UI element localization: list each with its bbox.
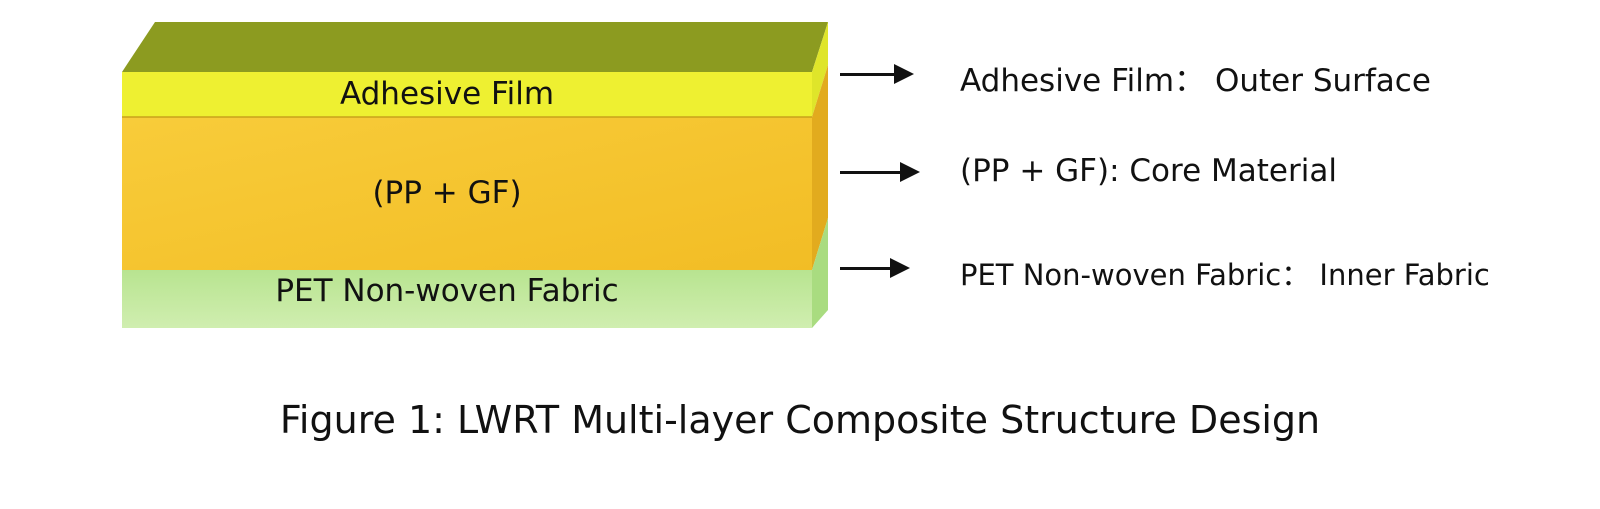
arrow-icon — [840, 162, 920, 182]
adhesive-film-description: Adhesive Film： Outer Surface — [960, 63, 1431, 99]
arrow-icon — [840, 258, 910, 278]
figure-caption: Figure 1: LWRT Multi-layer Composite Str… — [279, 398, 1321, 442]
pet-fabric-description: PET Non-woven Fabric： Inner Fabric — [960, 258, 1490, 292]
pet-fabric-label: PET Non-woven Fabric — [275, 273, 619, 309]
composite-block-diagram — [122, 22, 828, 328]
side-pet — [812, 218, 828, 328]
core-layer — [122, 117, 812, 270]
pet-fabric-layer — [122, 270, 812, 328]
core-label: (PP + GF) — [372, 175, 522, 211]
top-face — [122, 22, 828, 72]
side-adhesive — [812, 22, 828, 117]
side-core — [812, 65, 828, 270]
adhesive-film-label: Adhesive Film — [339, 76, 555, 112]
core-description: (PP + GF): Core Material — [960, 153, 1337, 189]
adhesive-film-layer — [122, 72, 812, 117]
arrow-icon — [840, 64, 914, 84]
